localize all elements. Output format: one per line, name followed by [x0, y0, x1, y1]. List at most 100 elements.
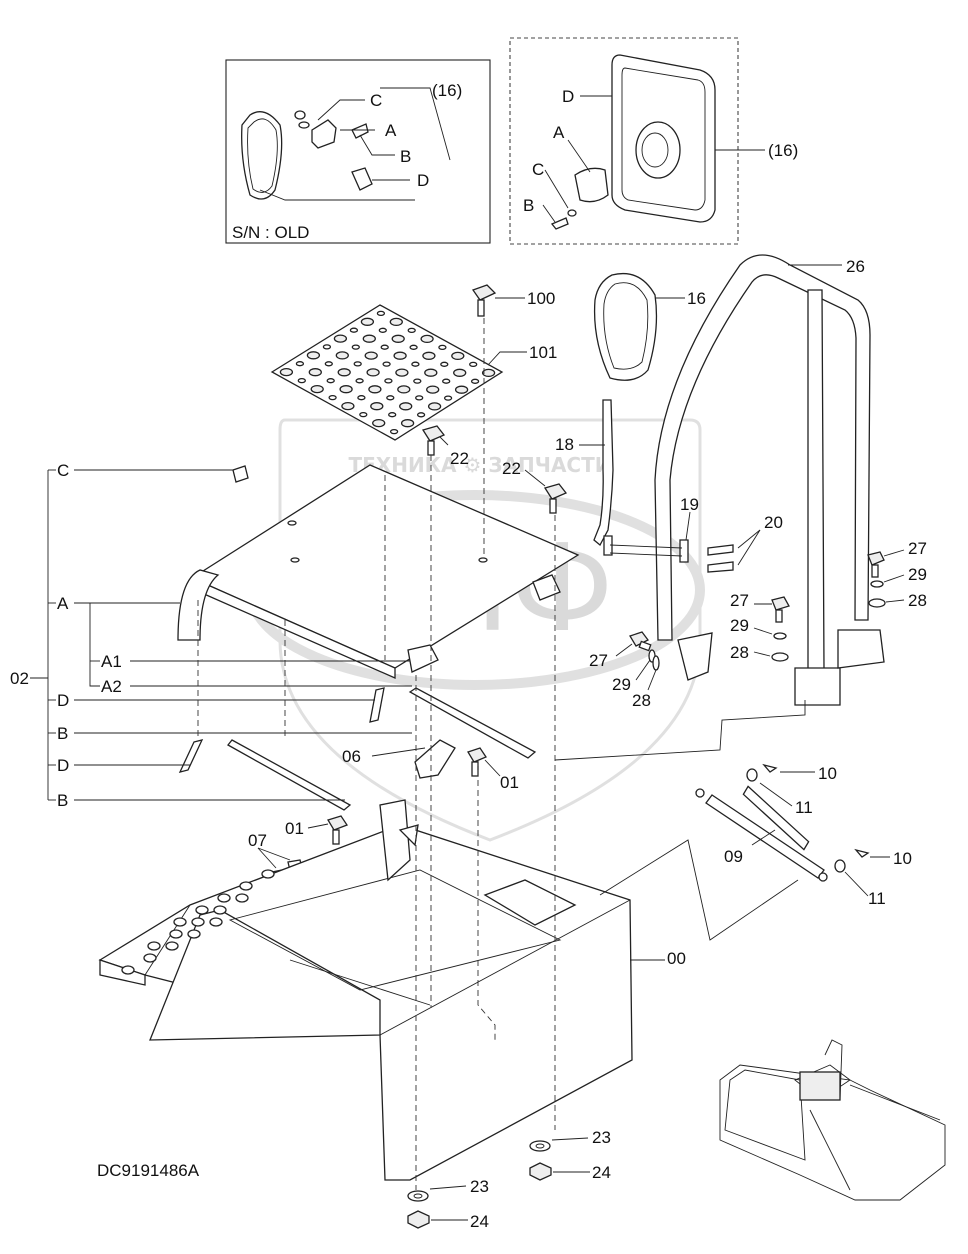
- mirror-16: 16: [593, 272, 706, 381]
- inset-old-bracket: [311, 119, 337, 149]
- step-hole: [169, 929, 183, 939]
- callout-00: 00: [667, 949, 686, 968]
- step-hole: [235, 893, 249, 903]
- callout-07: 07: [248, 831, 267, 850]
- callout-16: 16: [687, 289, 706, 308]
- plate-hole: [310, 384, 324, 394]
- excavator-locator: [719, 1039, 946, 1201]
- step-plate-holes: [121, 869, 275, 975]
- plate-hole: [395, 368, 409, 377]
- step-hole: [261, 869, 275, 879]
- inset-old-ref-16: (16): [432, 81, 462, 100]
- plate-hole: [400, 419, 415, 428]
- plate-hole: [328, 394, 337, 401]
- plate-hole: [357, 395, 366, 401]
- callout-23-left: 23: [470, 1177, 489, 1196]
- inset-old-label-a: A: [385, 121, 397, 140]
- inset-old-frame: [225, 59, 491, 244]
- plate-hole: [391, 334, 405, 343]
- mirror-arm-18: 18: [555, 399, 614, 547]
- group-02-branch-b-1: B: [57, 724, 68, 743]
- callout-23-right: 23: [592, 1128, 611, 1147]
- callout-27-middle: 27: [730, 591, 749, 610]
- step-hole: [217, 893, 231, 903]
- inset-new-washer: [567, 209, 577, 217]
- bolt-22-right: 22: [502, 459, 568, 514]
- step-hole: [147, 941, 161, 951]
- callout-01-upper: 01: [500, 773, 519, 792]
- plate-hole: [440, 361, 449, 367]
- inset-old-seal-ring: [241, 111, 283, 200]
- hardware-group-right: 27 29 28: [867, 539, 927, 610]
- hardware-group-middle: 27 29 28: [730, 591, 790, 662]
- plate-hole: [389, 317, 403, 327]
- cover-hinge-a1: [407, 644, 439, 673]
- step-hole: [213, 905, 227, 915]
- plate-hole: [407, 327, 416, 334]
- callout-24-left: 24: [470, 1212, 489, 1231]
- plate-hole: [368, 385, 382, 394]
- plate-hole: [359, 411, 368, 418]
- handrail-base-rear: [794, 667, 841, 706]
- group-02-branch-b-2: B: [57, 791, 68, 810]
- plate-hole: [335, 351, 349, 360]
- plate-holes: [279, 310, 496, 435]
- drawing-number: DC9191486A: [97, 1161, 200, 1180]
- hinge-06: 06: [342, 739, 456, 779]
- plate-hole: [333, 334, 348, 343]
- callout-01-lower: 01: [285, 819, 304, 838]
- plate-hole: [279, 367, 294, 377]
- group-02-branch-a: A: [57, 594, 69, 613]
- plate-hole: [470, 378, 480, 384]
- callout-27-left: 27: [589, 651, 608, 670]
- inset-old: C A B D (16) S/N : OLD: [225, 59, 491, 244]
- plate-hole: [364, 351, 378, 360]
- plate-hole: [389, 428, 399, 435]
- step-hole: [187, 929, 201, 939]
- plate-hole: [376, 310, 386, 317]
- step-hole: [165, 941, 179, 951]
- group-02-tree: 02 C A A1 A2 D B D B: [10, 461, 412, 810]
- plate-hole: [308, 368, 322, 377]
- cover-hinge-right: [532, 574, 561, 601]
- handrail-base-side: [677, 632, 713, 681]
- plate-hole: [422, 351, 436, 360]
- callout-02: 02: [10, 669, 29, 688]
- step-hole: [173, 917, 187, 927]
- plate-hole: [378, 327, 387, 333]
- callout-101: 101: [529, 343, 557, 362]
- callout-26: 26: [846, 257, 865, 276]
- plate-hole: [306, 351, 321, 360]
- callout-28-middle: 28: [730, 643, 749, 662]
- plate-hole: [469, 361, 478, 368]
- handrail-26: 26: [654, 254, 885, 706]
- callout-18: 18: [555, 435, 574, 454]
- callout-10-lower: 10: [893, 849, 912, 868]
- plate-hole: [411, 361, 420, 367]
- callout-09: 09: [724, 847, 743, 866]
- inset-old-sn-label: S/N : OLD: [232, 223, 309, 242]
- step-hole: [191, 917, 205, 927]
- hardware-group-left: 27 29 28: [589, 631, 660, 710]
- step-hole: [239, 881, 253, 891]
- inset-old-label-d: D: [417, 171, 429, 190]
- plate-hole: [386, 395, 395, 401]
- plate-hole: [362, 334, 376, 343]
- inset-old-bolt: [351, 123, 369, 139]
- hardware-23-24: 23 24 23 24: [407, 1128, 611, 1231]
- plate-hole: [326, 378, 335, 384]
- plate-hole: [426, 385, 440, 394]
- callout-19: 19: [680, 495, 699, 514]
- plate-hole: [297, 377, 306, 384]
- plate-hole: [322, 344, 332, 350]
- plate-hole: [424, 368, 438, 377]
- callout-06: 06: [342, 747, 361, 766]
- plate-hole: [438, 344, 447, 351]
- group-02-branch-a1: A1: [101, 652, 122, 671]
- callout-11-upper: 11: [795, 798, 813, 817]
- step-hole: [195, 905, 209, 915]
- callout-28-right: 28: [908, 591, 927, 610]
- callout-22-left: 22: [450, 449, 469, 468]
- inset-new-bolt: [550, 217, 569, 230]
